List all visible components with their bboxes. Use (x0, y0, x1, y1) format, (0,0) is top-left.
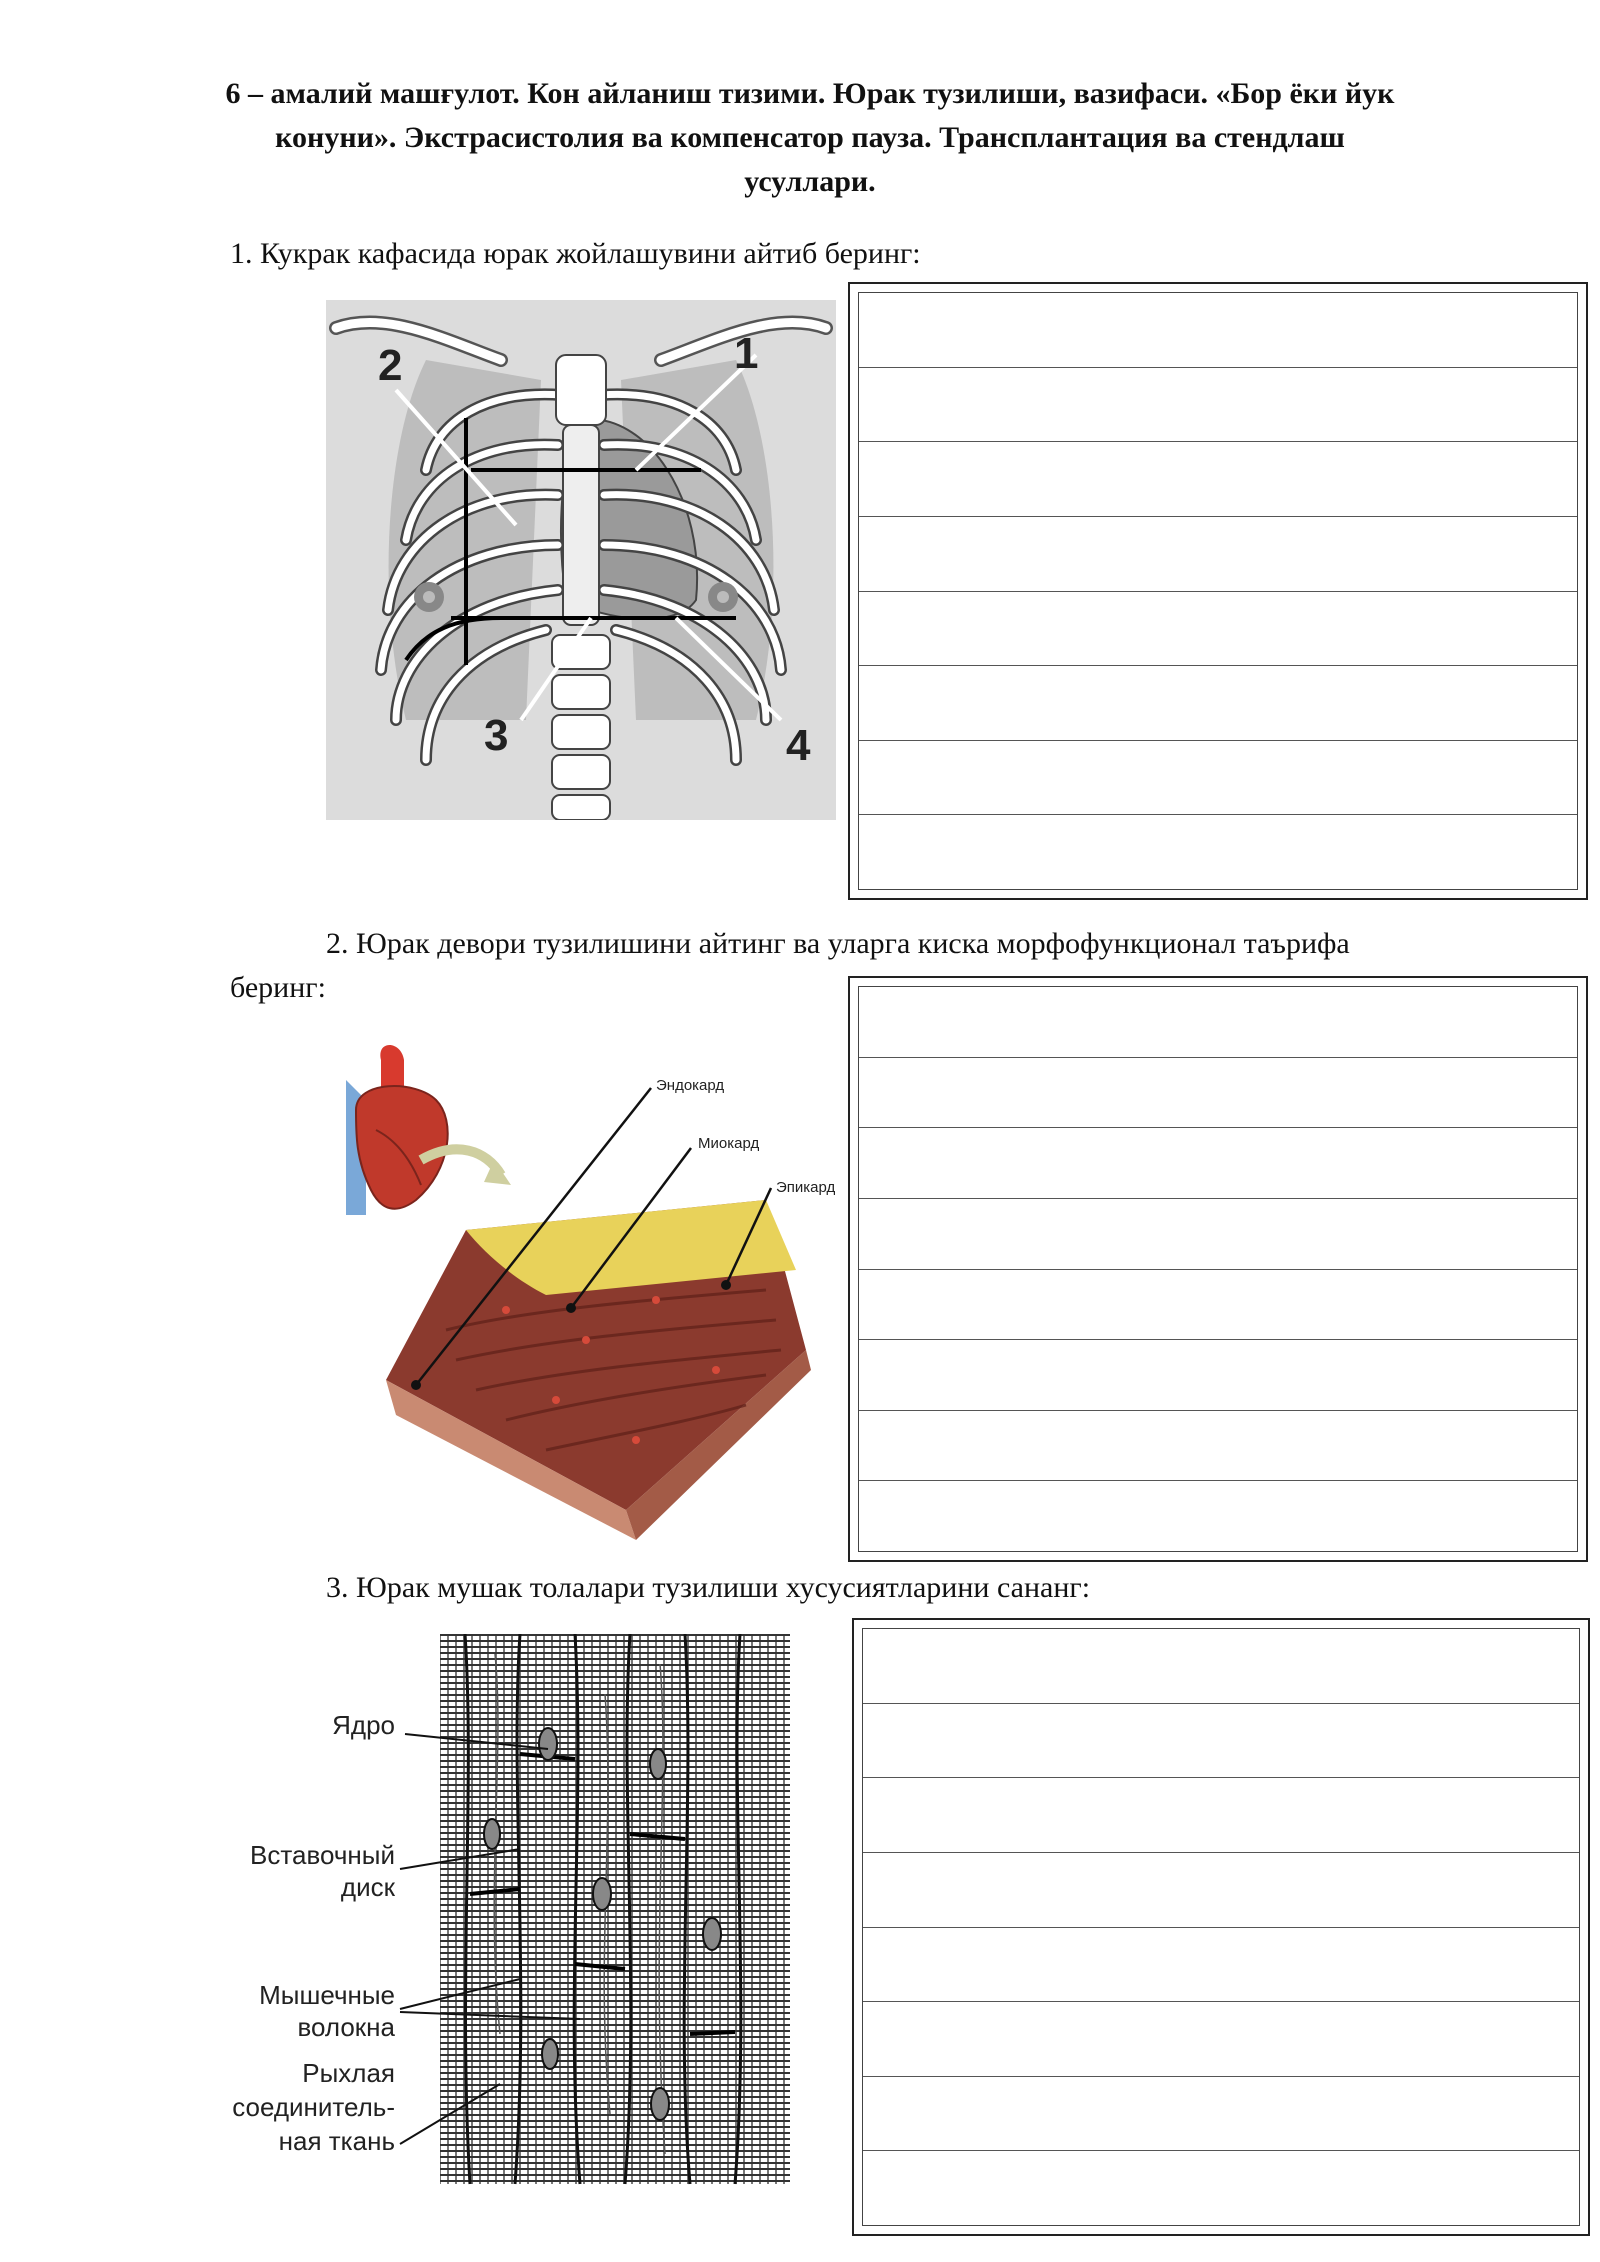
answer-line[interactable] (859, 368, 1577, 443)
cardiac-muscle-figure: Ядро Вставочный диск Мышечные волокна Ры… (220, 1634, 800, 2194)
answer-line[interactable] (859, 815, 1577, 889)
answer-line[interactable] (859, 987, 1577, 1058)
rib-label-3: 3 (484, 711, 508, 760)
answer-line[interactable] (859, 517, 1577, 592)
rib-cage-figure: 1 2 3 4 (326, 300, 836, 820)
label-loose-tissue-1: Рыхлая (302, 2058, 395, 2088)
task-1-prompt: 1. Кукрак кафасида юрак жойлашувини айти… (230, 237, 921, 270)
answer-line[interactable] (859, 293, 1577, 368)
rib-label-4: 4 (786, 721, 811, 770)
answer-line[interactable] (859, 1481, 1577, 1551)
answer-line[interactable] (863, 1704, 1579, 1779)
answer-line[interactable] (859, 1411, 1577, 1482)
answer-line[interactable] (859, 1340, 1577, 1411)
answer-line[interactable] (863, 1853, 1579, 1928)
rib-label-1: 1 (734, 329, 758, 378)
label-intercalated-disc-2: диск (341, 1872, 396, 1902)
label-loose-tissue-2: соединитель- (232, 2092, 395, 2122)
answer-line[interactable] (859, 1199, 1577, 1270)
label-nucleus: Ядро (332, 1710, 395, 1740)
label-epicardium: Эпикард (776, 1179, 836, 1196)
heart-wall-figure: Эндокард Миокард Эпикард (326, 1040, 846, 1540)
answer-box-2[interactable] (848, 976, 1588, 1562)
label-endocardium: Эндокард (656, 1077, 724, 1094)
answer-line[interactable] (863, 1629, 1579, 1704)
label-muscle-fibers-1: Мышечные (259, 1980, 395, 2010)
answer-line[interactable] (863, 2151, 1579, 2225)
answer-line[interactable] (863, 2077, 1579, 2152)
answer-box-3[interactable] (852, 1618, 1590, 2236)
label-intercalated-disc-1: Вставочный (250, 1840, 395, 1870)
answer-line[interactable] (859, 442, 1577, 517)
answer-line[interactable] (863, 1928, 1579, 2003)
answer-line[interactable] (859, 1270, 1577, 1341)
answer-line[interactable] (859, 1058, 1577, 1129)
answer-line[interactable] (863, 1778, 1579, 1853)
answer-line[interactable] (863, 2002, 1579, 2077)
label-myocardium: Миокард (698, 1135, 759, 1152)
task-2-prompt-line2: беринг: (230, 971, 326, 1004)
answer-line[interactable] (859, 592, 1577, 667)
answer-line[interactable] (859, 1128, 1577, 1199)
page-title: 6 – амалий машғулот. Кон айланиш тизими.… (225, 77, 1395, 198)
answer-line[interactable] (859, 741, 1577, 816)
answer-line[interactable] (859, 666, 1577, 741)
task-3-prompt: 3. Юрак мушак толалари тузилиши хусусият… (326, 1571, 1091, 1604)
rib-label-2: 2 (378, 341, 402, 390)
answer-box-1[interactable] (848, 282, 1588, 900)
label-muscle-fibers-2: волокна (297, 2012, 395, 2042)
task-2-prompt-line1: 2. Юрак девори тузилишини айтинг ва улар… (326, 927, 1350, 960)
label-loose-tissue-3: ная ткань (279, 2126, 395, 2156)
